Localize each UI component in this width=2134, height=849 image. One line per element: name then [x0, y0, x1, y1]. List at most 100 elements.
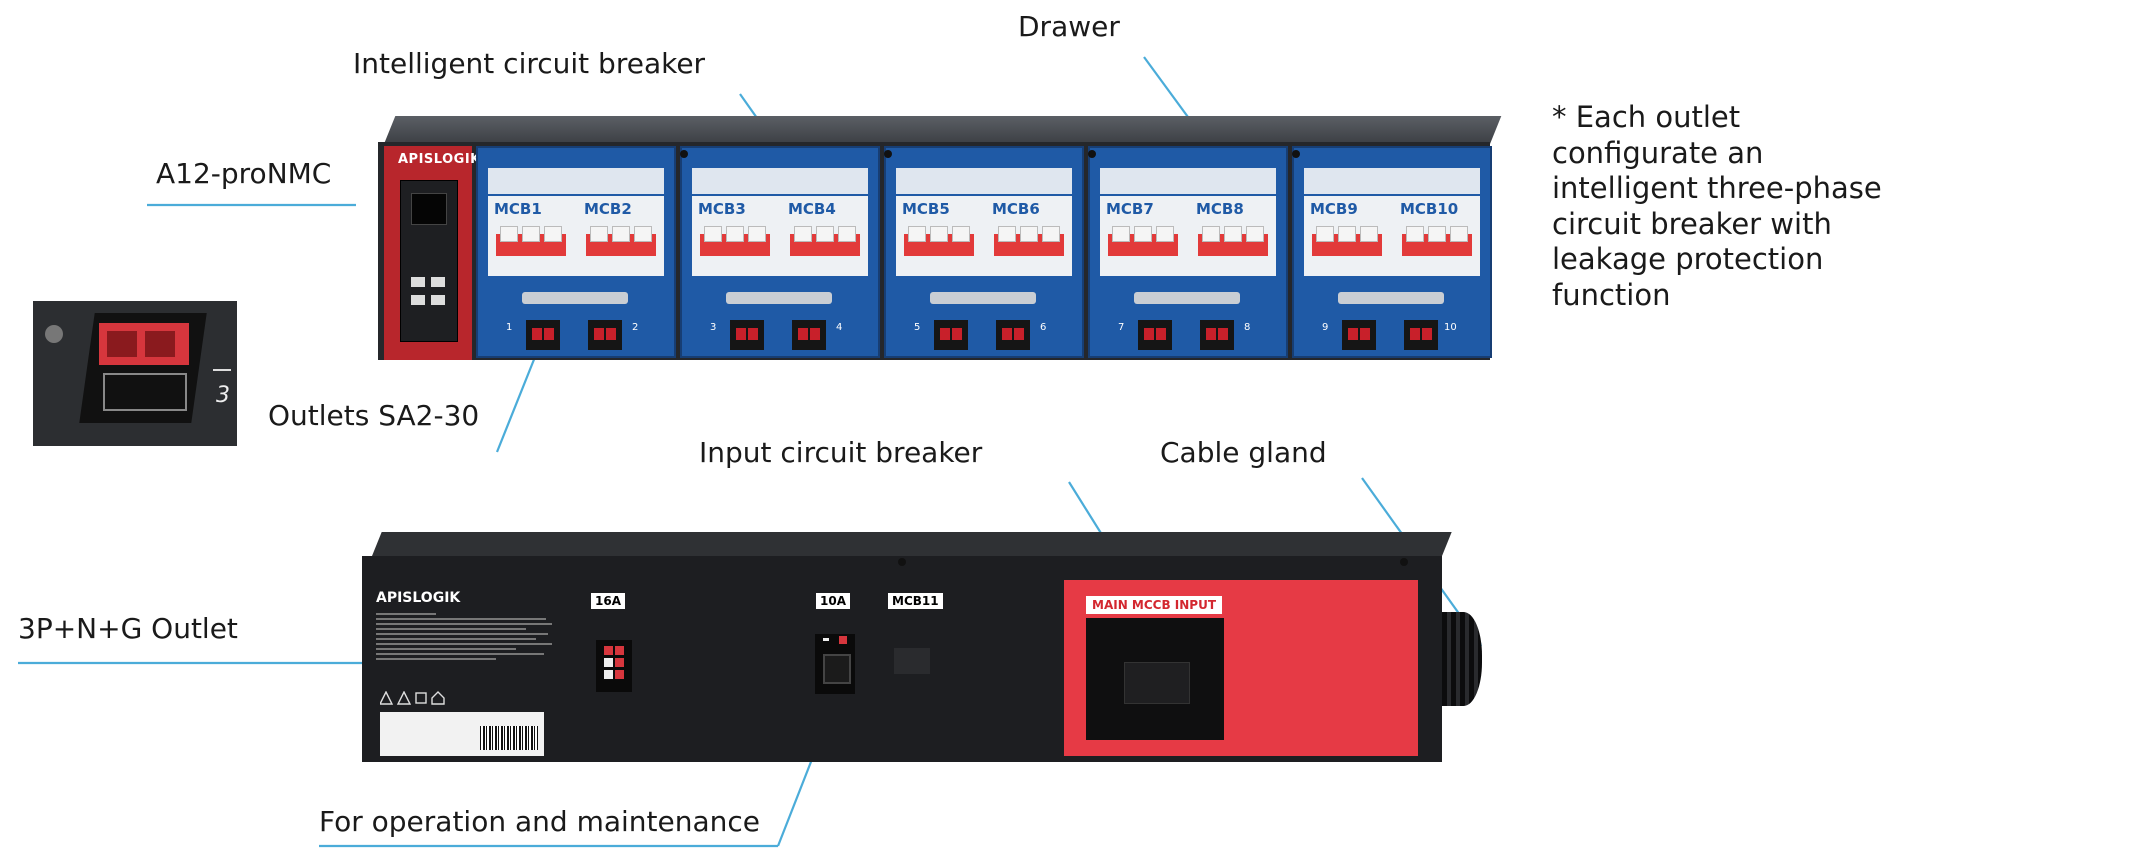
outlet-number: 7 — [1118, 322, 1125, 333]
drawer[interactable]: MCB7 MCB8 7 8 — [1088, 146, 1288, 358]
breaker-pair: MCB3 MCB4 — [692, 196, 868, 276]
inlet-3p-n-g[interactable] — [596, 640, 632, 692]
barcode-icon — [480, 726, 538, 750]
drawer[interactable]: MCB3 MCB4 3 4 — [680, 146, 880, 358]
front-top-surface — [384, 116, 1502, 144]
outlet-number: 8 — [1244, 322, 1251, 333]
caution-label — [896, 168, 1072, 194]
sa2-outlet[interactable] — [934, 320, 968, 350]
breaker[interactable]: MCB2 — [578, 196, 664, 276]
main-mccb-breaker[interactable] — [1086, 618, 1224, 740]
breaker-handle — [1124, 662, 1190, 704]
feature-note: * Each outlet configurate an intelligent… — [1552, 100, 1882, 312]
screw-icon — [884, 150, 892, 158]
sa2-outlet[interactable] — [1138, 320, 1172, 350]
drawer-label: Drawer — [1018, 10, 1120, 43]
sa2-outlet[interactable] — [526, 320, 560, 350]
breaker-name: MCB9 — [1310, 200, 1358, 218]
aux-breaker-tag: MCB11 — [888, 593, 943, 609]
monitoring-module — [400, 180, 458, 342]
status-display — [411, 193, 447, 225]
breaker-pair: MCB1 MCB2 — [488, 196, 664, 276]
breaker-name: MCB6 — [992, 200, 1040, 218]
breaker[interactable]: MCB7 — [1100, 196, 1186, 276]
screw-icon — [680, 150, 688, 158]
breaker[interactable]: MCB3 — [692, 196, 778, 276]
cable-gland-label: Cable gland — [1160, 436, 1327, 469]
breaker[interactable]: MCB4 — [782, 196, 868, 276]
aux-breaker-switch[interactable] — [894, 648, 930, 674]
intelligent-breaker-label: Intelligent circuit breaker — [353, 47, 706, 80]
outlet-number: 6 — [1040, 322, 1047, 333]
drawer-handle[interactable] — [522, 292, 628, 304]
service-outlet[interactable] — [815, 634, 855, 694]
rear-top-surface — [372, 532, 1452, 556]
cable-gland — [1442, 612, 1482, 706]
inlet-label: 3P+N+G Outlet — [18, 612, 238, 645]
breaker[interactable]: MCB5 — [896, 196, 982, 276]
outlet-number: 1 — [506, 322, 513, 333]
outlet-number: 10 — [1444, 322, 1457, 333]
caution-label — [488, 168, 664, 194]
outlet-number: 9 — [1322, 322, 1329, 333]
maintenance-label: For operation and maintenance — [319, 805, 760, 838]
sa2-outlet[interactable] — [730, 320, 764, 350]
breaker-pair: MCB9 MCB10 — [1304, 196, 1480, 276]
outlets-label: Outlets SA2-30 — [268, 399, 480, 432]
breaker-name: MCB10 — [1400, 200, 1459, 218]
screw-icon — [1292, 150, 1300, 158]
breaker-name: MCB3 — [698, 200, 746, 218]
breaker[interactable]: MCB1 — [488, 196, 574, 276]
sa2-outlet[interactable] — [588, 320, 622, 350]
warning-icons — [378, 690, 450, 705]
drawer-handle[interactable] — [726, 292, 832, 304]
breaker[interactable]: MCB8 — [1190, 196, 1276, 276]
outlet-number: 3 — [710, 322, 717, 333]
caution-label — [1100, 168, 1276, 194]
sa2-outlet[interactable] — [1404, 320, 1438, 350]
input-breaker-label: Input circuit breaker — [699, 436, 983, 469]
network-port[interactable] — [411, 295, 425, 305]
breaker-name: MCB7 — [1106, 200, 1154, 218]
caution-label — [692, 168, 868, 194]
network-port[interactable] — [411, 277, 425, 287]
drawer-handle[interactable] — [1338, 292, 1444, 304]
screw-icon — [898, 558, 906, 566]
outlet-number: 4 — [836, 322, 843, 333]
sa2-outlet[interactable] — [1342, 320, 1376, 350]
nameplate-label — [380, 712, 544, 756]
closeup-outlet-number: 3 — [216, 383, 230, 408]
sa2-outlet[interactable] — [792, 320, 826, 350]
sa2-outlet[interactable] — [1200, 320, 1234, 350]
drawer-handle[interactable] — [930, 292, 1036, 304]
screw-icon — [1088, 150, 1096, 158]
caution-label — [1304, 168, 1480, 194]
front-brand-logo: APISLOGIK — [398, 152, 481, 167]
breaker-name: MCB1 — [494, 200, 542, 218]
network-port[interactable] — [431, 295, 445, 305]
breaker-pair: MCB5 MCB6 — [896, 196, 1072, 276]
breaker-name: MCB8 — [1196, 200, 1244, 218]
model-label: A12-proNMC — [156, 157, 332, 190]
network-port[interactable] — [431, 277, 445, 287]
outlet-closeup-photo: 3 — [33, 301, 237, 446]
drawer[interactable]: MCB1 MCB2 1 2 — [476, 146, 676, 358]
outlet-number: 2 — [632, 322, 639, 333]
inlet-rating-tag: 16A — [591, 593, 625, 609]
breaker-pair: MCB7 MCB8 — [1100, 196, 1276, 276]
drawer-handle[interactable] — [1134, 292, 1240, 304]
screw-icon — [1400, 558, 1408, 566]
sa2-outlet[interactable] — [996, 320, 1030, 350]
rear-brand-logo: APISLOGIK — [376, 590, 461, 606]
outlets-line — [495, 351, 539, 453]
breaker-name: MCB2 — [584, 200, 632, 218]
breaker[interactable]: MCB6 — [986, 196, 1072, 276]
main-breaker-label: MAIN MCCB INPUT — [1086, 596, 1223, 614]
breaker[interactable]: MCB9 — [1304, 196, 1390, 276]
drawer[interactable]: MCB5 MCB6 5 6 — [884, 146, 1084, 358]
service-rating-tag: 10A — [816, 593, 850, 609]
breaker-name: MCB4 — [788, 200, 836, 218]
outlet-number: 5 — [914, 322, 921, 333]
breaker[interactable]: MCB10 — [1394, 196, 1480, 276]
drawer[interactable]: MCB9 MCB10 9 10 — [1292, 146, 1492, 358]
